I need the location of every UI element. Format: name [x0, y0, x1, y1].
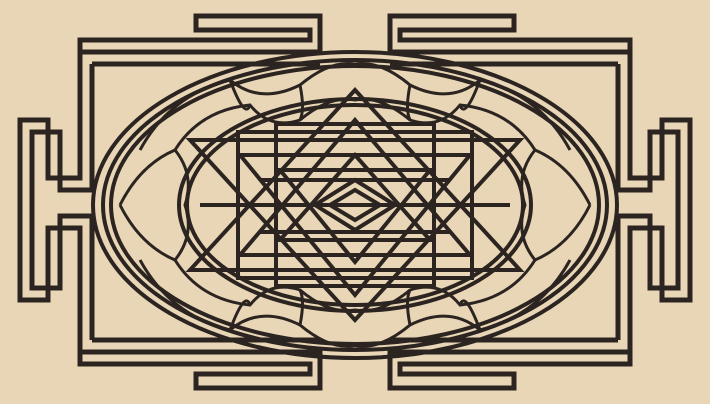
sri-yantra-icon — [0, 0, 710, 404]
image-canvas — [0, 0, 710, 404]
